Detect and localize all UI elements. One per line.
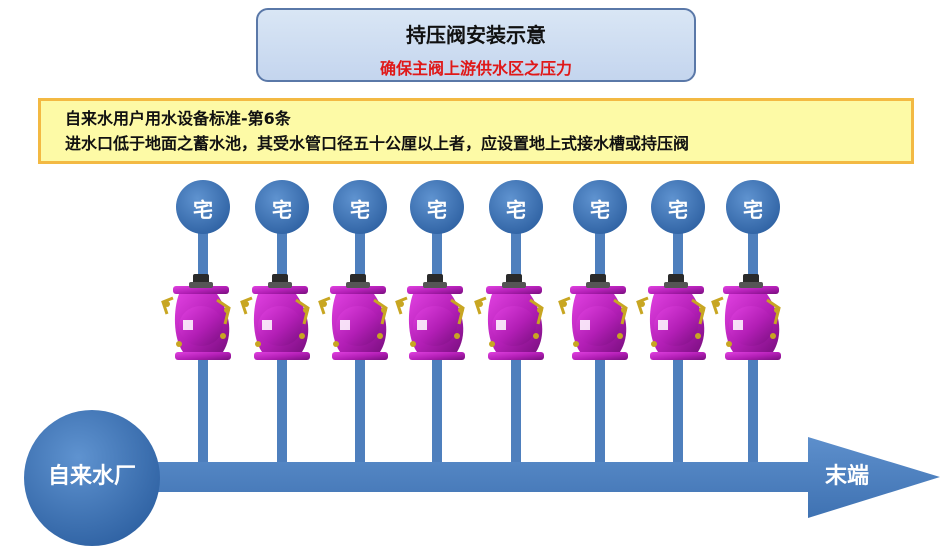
pressure-sustaining-valve-icon	[318, 274, 388, 360]
house-label: 宅	[668, 198, 688, 222]
pressure-sustaining-valve-icon	[395, 274, 465, 360]
pressure-sustaining-valve-icon	[636, 274, 706, 360]
house-node	[410, 180, 464, 234]
main-pipe-arrow	[145, 437, 940, 518]
standard-note: 自来水用户用水设备标准-第6条 进水口低于地面之蓄水池，其受水管口径五十公厘以上…	[38, 98, 914, 164]
house-label: 宅	[506, 198, 526, 222]
house-node	[176, 180, 230, 234]
title-box: 持压阀安装示意 确保主阀上游供水区之压力	[256, 8, 696, 82]
house-node	[333, 180, 387, 234]
pressure-sustaining-valve-icon	[240, 274, 310, 360]
house-node	[489, 180, 543, 234]
pressure-sustaining-valve-icon	[161, 274, 231, 360]
house-label: 宅	[590, 198, 610, 222]
diagram-title: 持压阀安装示意	[406, 23, 546, 47]
house-label: 宅	[272, 198, 292, 222]
end-label: 末端	[824, 464, 869, 489]
pressure-sustaining-valve-icon	[474, 274, 544, 360]
house-label: 宅	[193, 198, 213, 222]
diagram-subtitle: 确保主阀上游供水区之压力	[379, 59, 572, 78]
pressure-sustaining-valve-icon	[558, 274, 628, 360]
pressure-sustaining-valve-icon	[711, 274, 781, 360]
house-label: 宅	[427, 198, 447, 222]
house-label: 宅	[350, 198, 370, 222]
standard-heading: 自来水用户用水设备标准-第6条	[65, 109, 291, 128]
house-node	[255, 180, 309, 234]
house-node	[651, 180, 705, 234]
water-plant-node	[24, 410, 160, 546]
house-node	[573, 180, 627, 234]
standard-text: 进水口低于地面之蓄水池，其受水管口径五十公厘以上者，应设置地上式接水槽或持压阀	[65, 134, 690, 153]
water-plant-label: 自来水厂	[47, 464, 136, 489]
house-label: 宅	[743, 198, 763, 222]
house-node	[726, 180, 780, 234]
